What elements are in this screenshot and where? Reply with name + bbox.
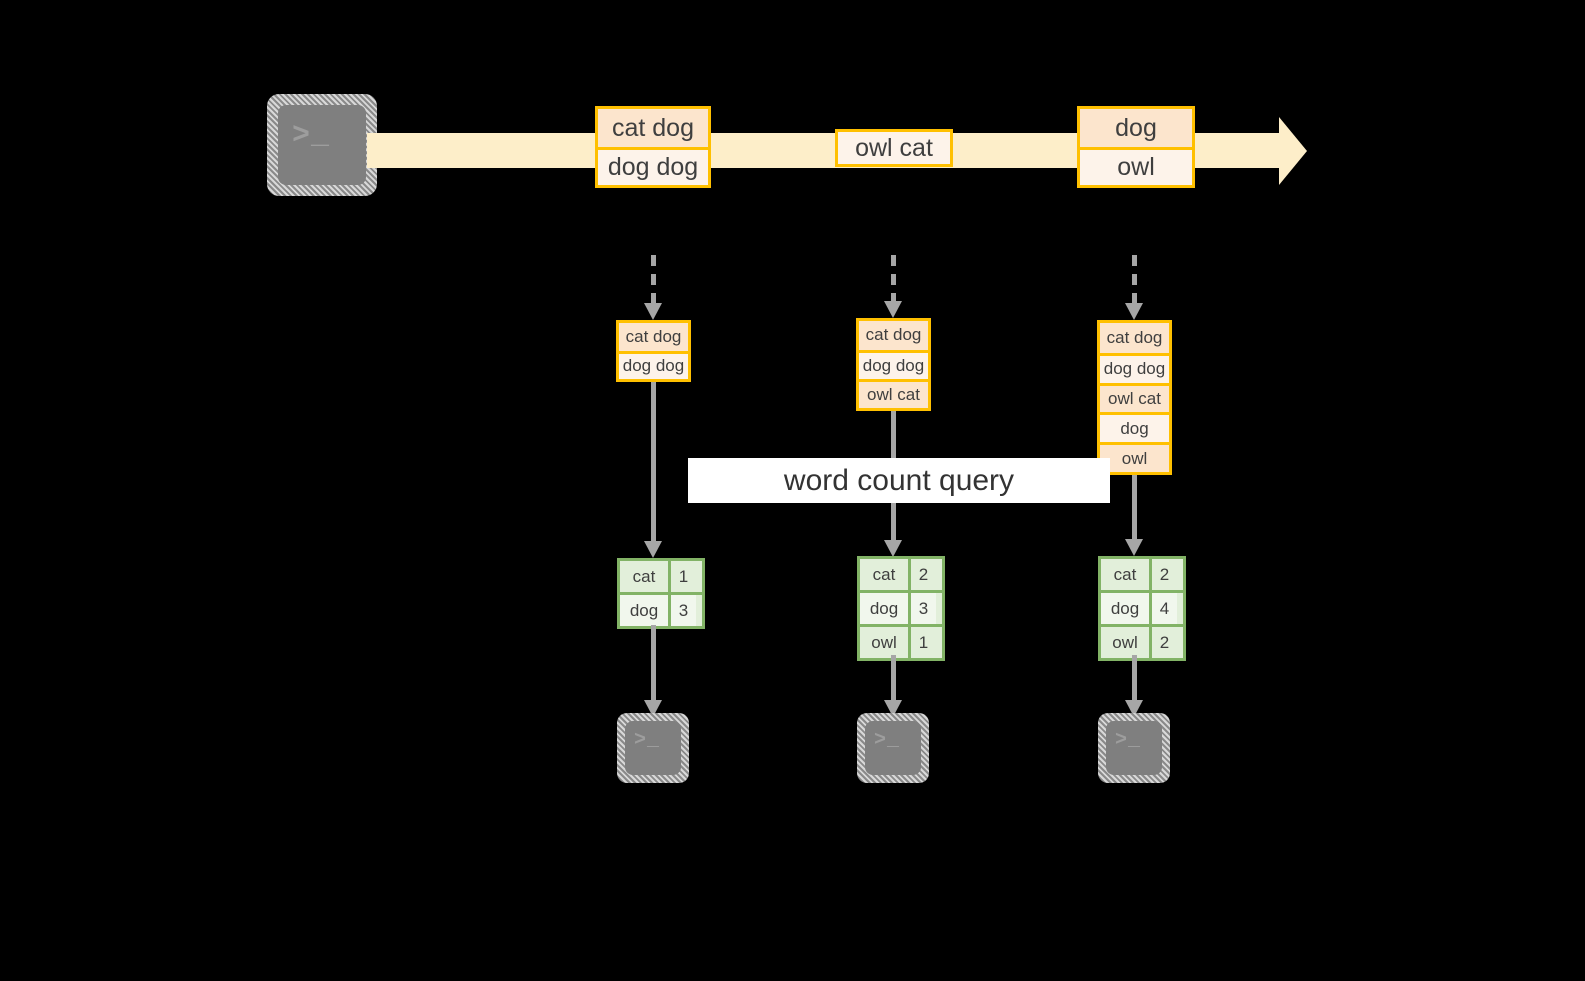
result-word: owl xyxy=(1101,627,1149,658)
console-icon-producer: >_ xyxy=(267,94,377,196)
result-word: dog xyxy=(1101,593,1149,624)
console-prompt-glyph: >_ xyxy=(874,729,901,752)
console-prompt-glyph: >_ xyxy=(292,119,331,153)
snapshot-line: cat dog xyxy=(619,323,688,351)
result-word: owl xyxy=(860,627,908,658)
arrow-head-icon xyxy=(884,700,902,717)
arrow-head-icon xyxy=(1125,539,1143,556)
table-row: cat 1 xyxy=(620,561,702,592)
result-table-stage-2[interactable]: cat 2 dog 3 owl 1 xyxy=(857,556,945,661)
snapshot-stage-1[interactable]: cat dog dog dog xyxy=(616,320,691,382)
snapshot-line: dog dog xyxy=(1100,352,1169,383)
snapshot-line: owl cat xyxy=(1100,382,1169,413)
result-word: cat xyxy=(620,561,668,592)
console-screen: >_ xyxy=(1106,721,1162,775)
connector-shaft xyxy=(651,255,656,303)
snapshot-line: owl xyxy=(1100,442,1169,473)
console-icon-consumer-2: >_ xyxy=(857,713,929,783)
arrow-head-icon xyxy=(884,540,902,557)
snapshot-line: cat dog xyxy=(1100,323,1169,353)
stream-message-3[interactable]: dog owl xyxy=(1077,106,1195,188)
connector-shaft xyxy=(1132,655,1137,700)
stream-message-line: dog xyxy=(1080,109,1192,147)
stream-message-line: dog dog xyxy=(598,147,708,185)
table-row: cat 2 xyxy=(1101,559,1183,590)
result-to-consumer-connector-1 xyxy=(644,625,662,717)
connector-shaft xyxy=(891,655,896,700)
result-count: 1 xyxy=(908,627,936,658)
result-count: 2 xyxy=(1149,627,1177,658)
result-count: 2 xyxy=(1149,559,1177,590)
stream-message-2[interactable]: owl cat xyxy=(835,129,953,167)
result-count: 3 xyxy=(908,593,936,624)
snapshot-line: dog dog xyxy=(859,349,928,379)
stream-message-1[interactable]: cat dog dog dog xyxy=(595,106,711,188)
console-prompt-glyph: >_ xyxy=(1115,729,1142,752)
snapshot-to-result-connector-1 xyxy=(644,382,662,558)
snapshot-to-result-connector-3 xyxy=(1125,475,1143,556)
arrow-head-icon xyxy=(644,541,662,558)
arrow-head-icon xyxy=(884,301,902,318)
table-row: dog 4 xyxy=(1101,590,1183,624)
stream-to-snapshot-connector-3 xyxy=(1125,255,1143,320)
result-count: 3 xyxy=(668,595,696,626)
table-row: dog 3 xyxy=(620,592,702,626)
connector-shaft xyxy=(651,625,656,700)
stream-message-line: cat dog xyxy=(598,109,708,147)
snapshot-line: dog dog xyxy=(619,350,688,379)
connector-shaft xyxy=(651,382,656,541)
console-prompt-glyph: >_ xyxy=(634,729,661,752)
connector-shaft xyxy=(1132,475,1137,539)
result-count: 2 xyxy=(908,559,936,590)
result-word: cat xyxy=(860,559,908,590)
snapshot-line: owl cat xyxy=(859,378,928,408)
arrow-head-icon xyxy=(644,303,662,320)
stream-to-snapshot-connector-1 xyxy=(644,255,662,320)
stream-arrow-head-icon xyxy=(1279,117,1307,185)
console-screen: >_ xyxy=(865,721,921,775)
snapshot-stage-3[interactable]: cat dog dog dog owl cat dog owl xyxy=(1097,320,1172,475)
arrow-head-icon xyxy=(644,700,662,717)
console-screen: >_ xyxy=(625,721,681,775)
stream-message-line: owl xyxy=(1080,147,1192,185)
arrow-head-icon xyxy=(1125,700,1143,717)
table-row: owl 1 xyxy=(860,624,942,658)
query-label-text: word count query xyxy=(783,463,1015,497)
result-count: 1 xyxy=(668,561,696,592)
result-word: dog xyxy=(860,593,908,624)
console-icon-consumer-3: >_ xyxy=(1098,713,1170,783)
table-row: dog 3 xyxy=(860,590,942,624)
result-word: dog xyxy=(620,595,668,626)
connector-shaft xyxy=(1132,255,1137,303)
stream-to-snapshot-connector-2 xyxy=(884,255,902,318)
console-screen: >_ xyxy=(278,105,366,185)
result-table-stage-3[interactable]: cat 2 dog 4 owl 2 xyxy=(1098,556,1186,661)
result-count: 4 xyxy=(1149,593,1177,624)
result-to-consumer-connector-3 xyxy=(1125,655,1143,717)
table-row: cat 2 xyxy=(860,559,942,590)
result-word: cat xyxy=(1101,559,1149,590)
connector-shaft xyxy=(891,255,896,301)
query-label-banner: word count query xyxy=(688,458,1110,503)
arrow-head-icon xyxy=(1125,303,1143,320)
result-to-consumer-connector-2 xyxy=(884,655,902,717)
result-table-stage-1[interactable]: cat 1 dog 3 xyxy=(617,558,705,629)
console-icon-consumer-1: >_ xyxy=(617,713,689,783)
table-row: owl 2 xyxy=(1101,624,1183,658)
snapshot-stage-2[interactable]: cat dog dog dog owl cat xyxy=(856,318,931,411)
snapshot-line: cat dog xyxy=(859,321,928,350)
stream-message-line: owl cat xyxy=(838,132,950,164)
snapshot-line: dog xyxy=(1100,412,1169,443)
